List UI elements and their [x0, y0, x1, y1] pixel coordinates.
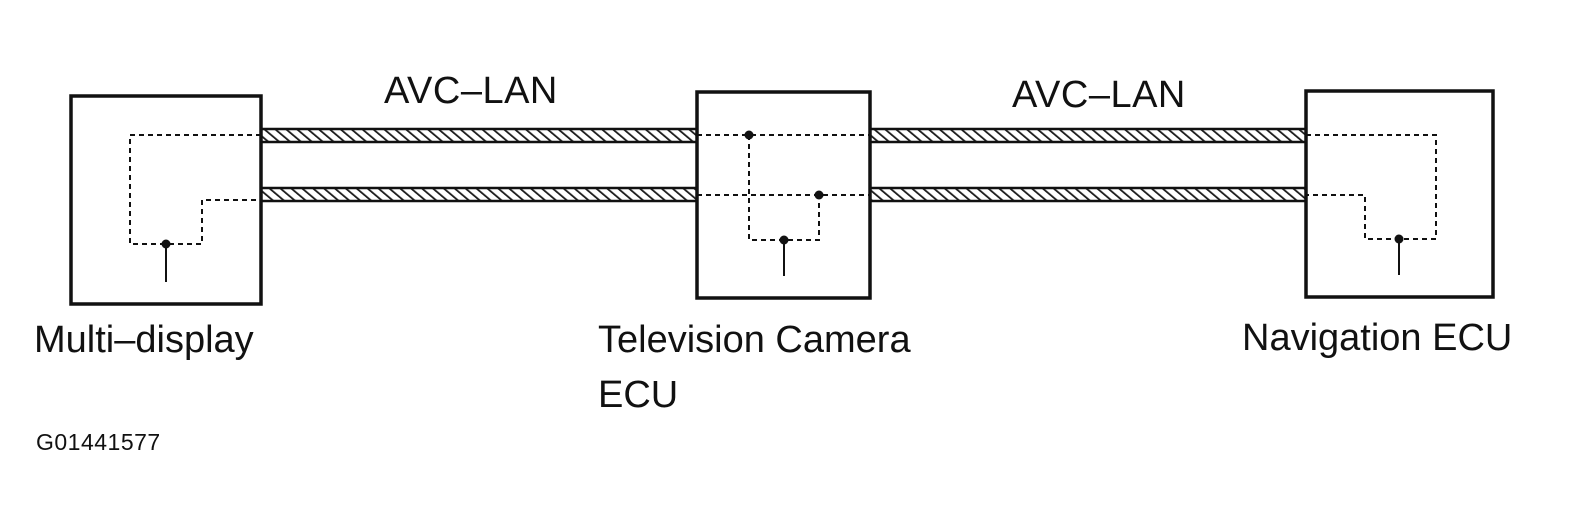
- television-camera-ecu-label-line2: ECU: [598, 374, 679, 417]
- figure-id: G01441577: [36, 429, 161, 455]
- connection-node: [161, 239, 171, 249]
- internal-wiring-tap: [748, 135, 820, 241]
- bus-wire-upper: [259, 127, 699, 144]
- navigation-ecu-label: Navigation ECU: [1242, 317, 1513, 359]
- television-camera-ecu-label-line1: Television Camera: [598, 319, 911, 361]
- internal-wiring: [1306, 134, 1437, 240]
- connection-node: [779, 235, 789, 245]
- television-camera-ecu-label: Television Camera ECU: [598, 313, 911, 423]
- bus-wire-lower: [259, 186, 699, 203]
- connection-node: [814, 190, 824, 200]
- bus-label-right: AVC–LAN: [1012, 74, 1186, 116]
- connection-node: [1394, 234, 1404, 244]
- bus-wire-upper: [868, 127, 1308, 144]
- internal-wiring: [129, 134, 261, 245]
- television-camera-ecu-unit: [695, 90, 872, 300]
- connection-node: [744, 130, 754, 140]
- navigation-ecu-unit: [1304, 89, 1495, 299]
- bus-label-left: AVC–LAN: [384, 70, 558, 112]
- multi-display-label: Multi–display: [34, 319, 254, 361]
- avc-lan-bus-right: [868, 127, 1308, 203]
- bus-wire-lower: [868, 186, 1308, 203]
- avc-lan-bus-left: [259, 127, 699, 203]
- multi-display-unit: [69, 94, 263, 306]
